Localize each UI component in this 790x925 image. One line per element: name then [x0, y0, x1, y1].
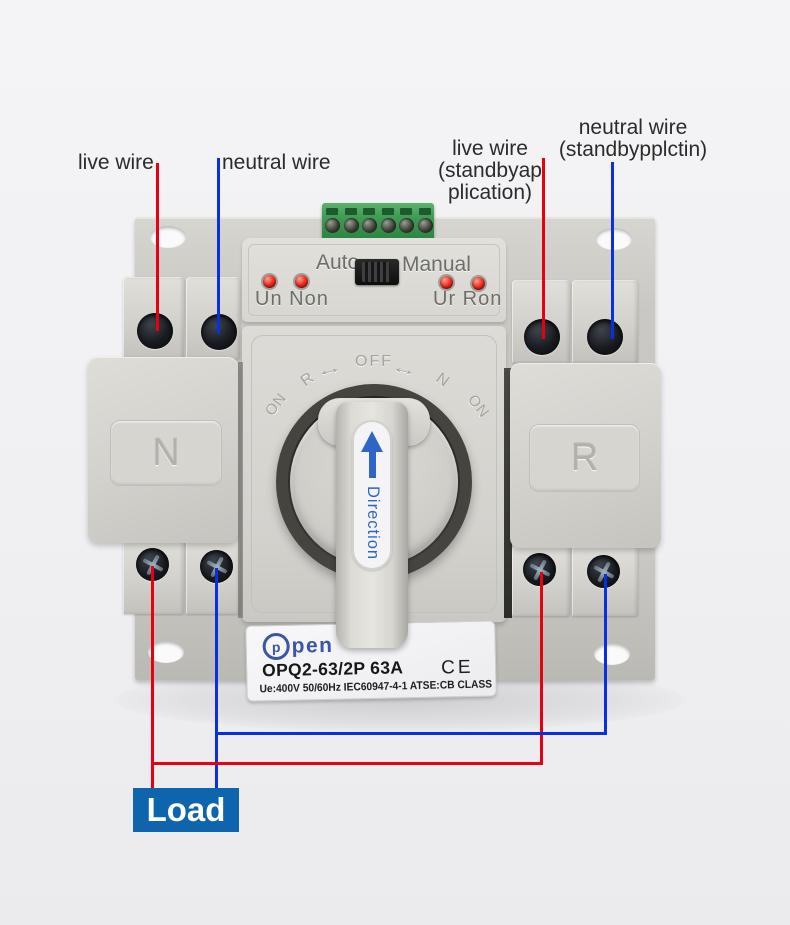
label-neutral-wire-standby: neutral wire (standbypplctin) [548, 117, 718, 161]
label-live-wire-standby: live wire (standbyap plication) [428, 138, 552, 204]
terminal-slot [344, 208, 357, 215]
terminal-screw-icon [587, 555, 620, 588]
mounting-hole [596, 228, 632, 250]
model-number: OPQ2-63/2P 63A [261, 657, 404, 681]
dial-mark-on-left: ON [262, 389, 291, 420]
module-gap-shadow [504, 368, 512, 618]
un-non-label: Un Non [255, 288, 329, 310]
direction-arrow-stem [369, 451, 376, 478]
terminal-screw-icon [417, 218, 433, 233]
terminal-screw-icon [137, 313, 173, 349]
wire-load-live-left [151, 566, 154, 789]
ce-mark: CE [440, 656, 474, 679]
wire-load-live-horizontal [151, 762, 543, 765]
auto-label: Auto [316, 251, 360, 274]
direction-arrow-icon [361, 431, 383, 452]
control-terminal-block [322, 203, 434, 240]
wire-neutral-right [611, 162, 614, 339]
brand-logo-o-icon: p [262, 632, 290, 661]
terminal-slot [381, 208, 394, 215]
terminal-slot [400, 208, 412, 215]
direction-label: Direction [364, 486, 382, 561]
cover-label-r: R [529, 424, 640, 492]
wire-load-neutral-left [215, 568, 218, 789]
label-live-wire: live wire [78, 151, 154, 174]
label-line: (standbyap [438, 159, 542, 182]
label-line: neutral wire [578, 116, 688, 139]
dial-mark-n: N [432, 370, 453, 392]
wire-load-neutral-right [604, 574, 607, 735]
label-neutral-wire: neutral wire [222, 151, 331, 174]
terminal-slot [418, 208, 431, 215]
switch-knob [362, 262, 390, 282]
dial-mark-on-right: ON [464, 391, 493, 422]
mounting-hole [148, 641, 184, 663]
brand-logo-text: pen [291, 633, 334, 658]
mounting-hole [594, 643, 630, 665]
led-indicator-icon [440, 276, 453, 289]
wire-load-neutral-horizontal [215, 732, 607, 735]
direction-label-pill: Direction [352, 420, 392, 570]
terminal-screw-icon [362, 218, 377, 233]
label-line: (standbypplctin) [558, 138, 708, 161]
terminal-slot [363, 208, 375, 215]
auto-manual-switch [355, 259, 399, 285]
terminal-screw-icon [523, 553, 556, 586]
mode-panel: Auto Manual Un Non Ur Ron [242, 238, 506, 322]
pole-cover-r: R [510, 363, 661, 548]
terminal-screw-icon [380, 218, 396, 233]
terminal-screw-icon [587, 319, 623, 355]
wire-load-live-right [540, 572, 543, 765]
terminal-screw-icon [343, 218, 359, 233]
led-indicator-icon [472, 277, 485, 290]
manual-label: Manual [402, 253, 471, 276]
cover-label-n: N [110, 420, 222, 486]
wire-live-right [542, 158, 545, 339]
load-label: Load [133, 788, 239, 832]
ur-ron-label: Ur Ron [433, 288, 503, 310]
wire-neutral-left [217, 158, 220, 334]
mounting-hole [150, 226, 186, 248]
terminal-screw-icon [399, 218, 414, 233]
module-gap-shadow [238, 362, 243, 618]
terminal-screw-icon [325, 218, 340, 233]
spec-line: Ue:400V 50/60Hz IEC60947-4-1 ATSE:CB CLA… [259, 678, 493, 696]
wire-live-left [156, 163, 159, 331]
brand-logo: p pen [262, 632, 334, 661]
pole-cover-n: N [88, 357, 238, 543]
label-line: live wire [452, 137, 528, 160]
terminal-slot [326, 208, 338, 215]
dial-mark-off: OFF [355, 353, 393, 370]
led-indicator-icon [295, 275, 308, 288]
led-indicator-icon [263, 275, 276, 288]
label-line: plication) [447, 181, 533, 204]
